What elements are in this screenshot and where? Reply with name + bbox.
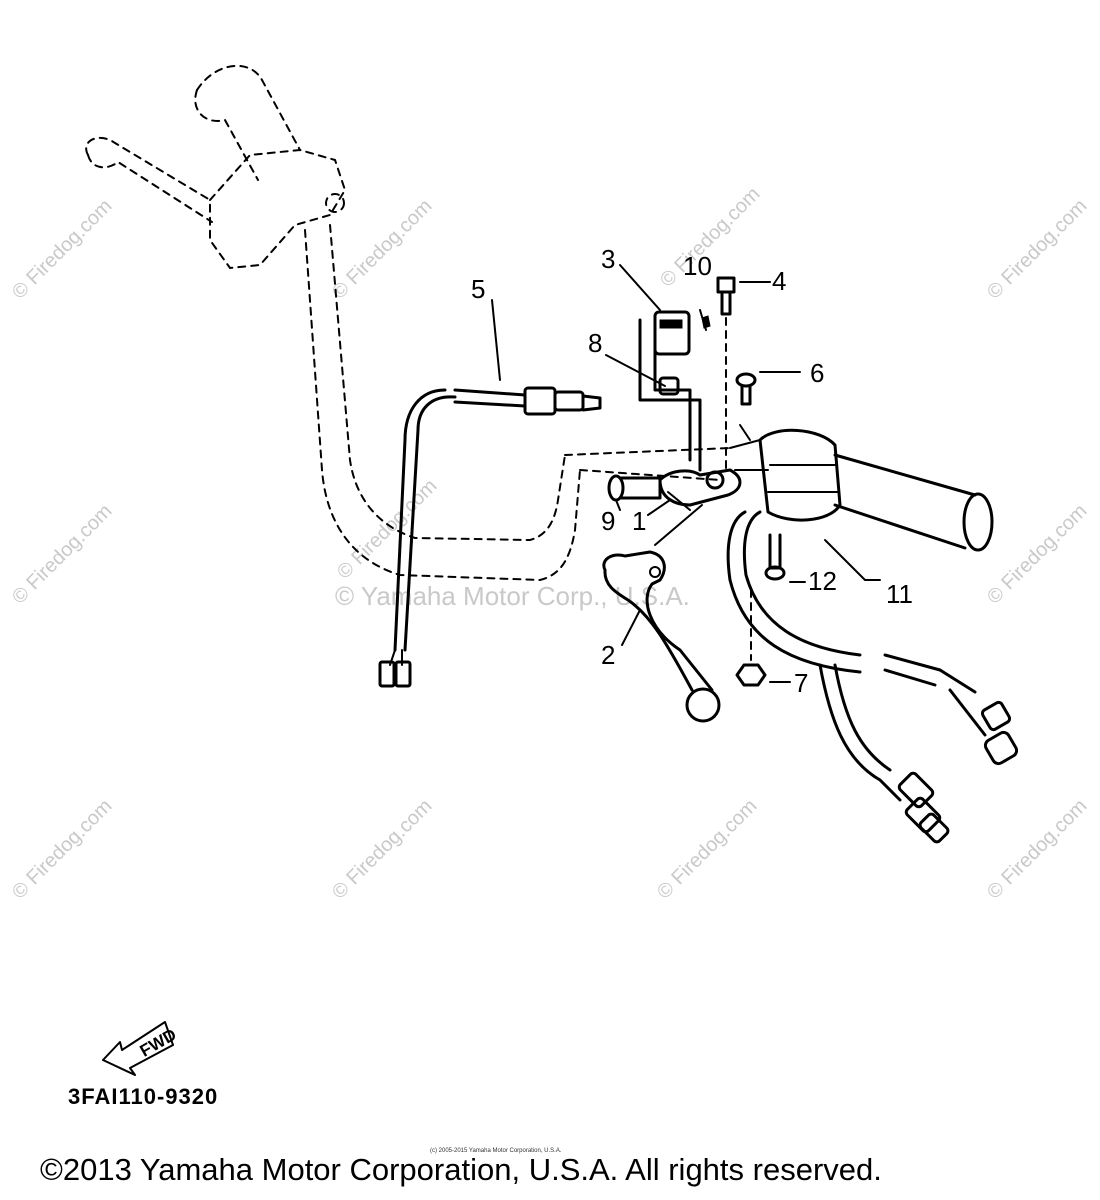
- watermark: © Firedog.com: [333, 475, 442, 584]
- callout-9: 9: [601, 506, 615, 536]
- switch-cable-5: [378, 386, 602, 688]
- clip-8: [658, 376, 680, 396]
- diagram-part-code: 3FAI110-9320: [68, 1084, 219, 1109]
- copyright-notice: ©2013 Yamaha Motor Corporation, U.S.A. A…: [40, 1152, 882, 1187]
- callout-3: 3: [601, 244, 615, 274]
- throttle-housing-11: [729, 424, 994, 552]
- handlebar: [304, 224, 731, 582]
- throttle-wire-harness: [726, 510, 1019, 844]
- watermark: © Firedog.com: [8, 195, 117, 304]
- leader-lines: [491, 264, 881, 683]
- lever-bracket-1: [638, 318, 742, 511]
- watermark-layer: © Firedog.com © Firedog.com © Firedog.co…: [8, 183, 1092, 904]
- callout-10: 10: [683, 251, 712, 281]
- callout-2: 2: [601, 640, 615, 670]
- watermark-center: © Yamaha Motor Corp., U.S.A.: [335, 581, 690, 611]
- watermark: © Firedog.com: [983, 795, 1092, 904]
- callout-7: 7: [794, 668, 808, 698]
- watermark: © Firedog.com: [8, 500, 117, 609]
- fwd-label: FWD: [137, 1025, 180, 1061]
- brake-lever-2: [602, 550, 721, 723]
- watermark: © Firedog.com: [983, 195, 1092, 304]
- nut-7: [735, 589, 767, 687]
- watermark: © Firedog.com: [653, 795, 762, 904]
- watermark: © Firedog.com: [328, 195, 437, 304]
- callout-8: 8: [588, 328, 602, 358]
- fine-print: (c) 2005-2015 Yamaha Motor Corporation, …: [430, 1148, 562, 1154]
- screw-10: [699, 309, 711, 331]
- watermark: © Firedog.com: [8, 795, 117, 904]
- bolt-12: [764, 533, 786, 581]
- left-grip-assembly: [85, 64, 347, 270]
- callout-4: 4: [772, 266, 786, 296]
- callout-1: 1: [632, 506, 646, 536]
- callout-6: 6: [810, 358, 824, 388]
- bolt-4: [716, 276, 736, 471]
- switch-3: [653, 310, 691, 356]
- callouts: 1 2 3 4 5 6 7 8 9 10 11 12: [471, 244, 913, 698]
- watermark: © Firedog.com: [328, 795, 437, 904]
- callout-11: 11: [886, 579, 913, 609]
- callout-5: 5: [471, 274, 485, 304]
- fwd-arrow: FWD: [102, 1021, 180, 1076]
- watermark: © Firedog.com: [983, 500, 1092, 609]
- screw-6: [735, 372, 757, 406]
- callout-12: 12: [808, 566, 837, 596]
- bolt-9: [607, 474, 662, 502]
